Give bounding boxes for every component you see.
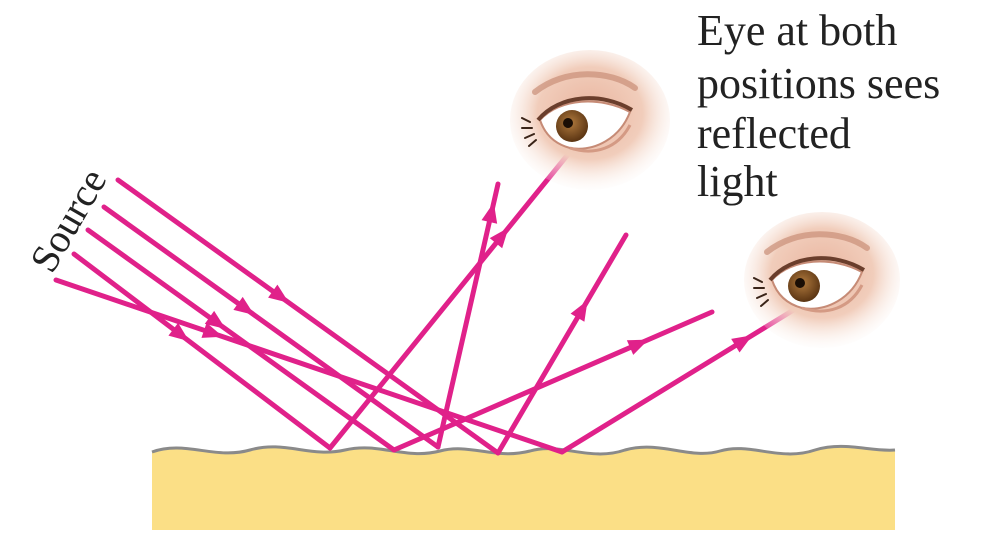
reflected-ray	[330, 142, 578, 448]
arrowhead	[731, 335, 752, 352]
incident-ray	[74, 254, 330, 448]
reflected-ray	[394, 312, 712, 450]
caption-line: positions sees	[697, 59, 940, 108]
arrowhead	[627, 340, 649, 355]
incident-ray	[56, 280, 562, 452]
incident-ray	[104, 207, 438, 447]
caption-line: reflected	[697, 109, 851, 158]
arrowhead	[571, 300, 588, 321]
incident-ray	[88, 230, 394, 450]
caption-line: light	[697, 157, 778, 206]
eye-icon	[744, 212, 900, 348]
rough-surface	[152, 446, 895, 530]
eye-icon	[510, 50, 670, 190]
source-label: Source	[21, 161, 116, 280]
caption: Eye at both positions sees reflected lig…	[697, 6, 940, 206]
light-rays	[56, 142, 800, 453]
caption-line: Eye at both	[697, 6, 897, 55]
reflected-ray	[498, 235, 626, 453]
